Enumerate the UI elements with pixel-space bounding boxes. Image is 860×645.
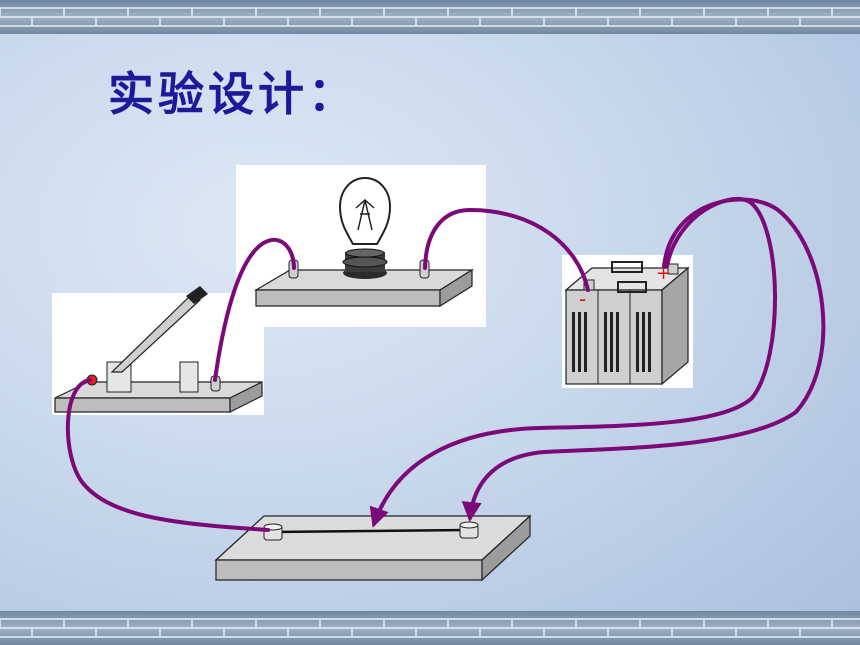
wire-switch-to-board: [65, 378, 270, 532]
battery-positive-label: +: [656, 263, 671, 284]
wire-bulb-to-battery-negative: [423, 207, 590, 292]
battery-negative-label: -: [579, 287, 586, 311]
connecting-wires: [65, 196, 826, 532]
light-bulb-on-board: [253, 176, 475, 308]
battery: [564, 261, 690, 386]
wire-battery-positive-to-board-middle: [369, 196, 777, 528]
slide-title: 实验设计：: [108, 67, 358, 121]
wire-switch-to-bulb: [213, 237, 296, 382]
bottom-decorative-band: [0, 611, 860, 645]
top-decorative-band: [0, 0, 860, 34]
knife-switch: [54, 286, 263, 413]
